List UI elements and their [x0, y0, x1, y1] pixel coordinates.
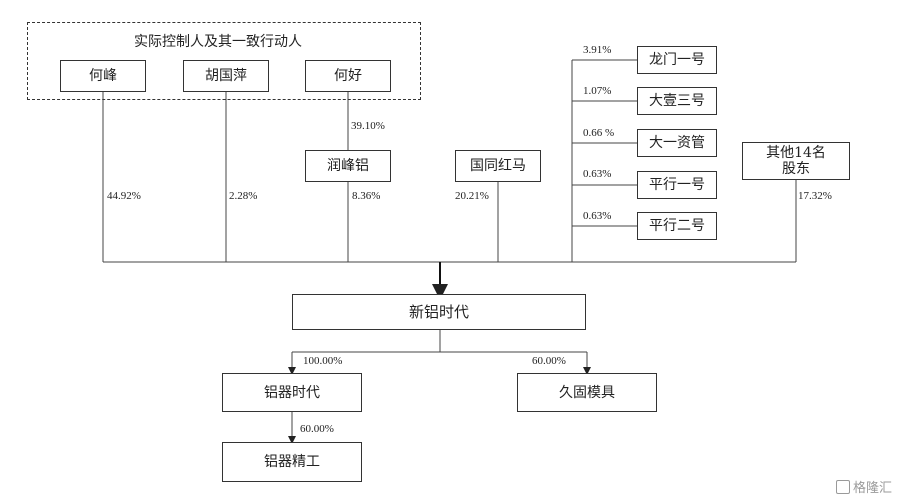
pct-he-feng: 44.92% — [107, 190, 141, 202]
pct-lvqi-jinggong: 60.00% — [300, 423, 334, 435]
pct-dayi-san: 1.07% — [583, 85, 612, 97]
pct-lvqi: 100.00% — [303, 355, 343, 367]
node-he-hao: 何好 — [305, 60, 391, 92]
pct-pingxing-1: 0.63% — [583, 168, 612, 180]
node-lvqi-jinggong: 铝器精工 — [222, 442, 362, 482]
watermark-logo: 格隆汇 — [836, 477, 892, 496]
pct-longmen: 3.91% — [583, 44, 612, 56]
controller-group-title: 实际控制人及其一致行动人 — [134, 34, 302, 50]
pct-jiugu: 60.00% — [532, 355, 566, 367]
node-jiugu: 久固模具 — [517, 373, 657, 412]
pct-others: 17.32% — [798, 190, 832, 202]
controller-group — [27, 22, 421, 100]
node-longmen: 龙门一号 — [637, 46, 717, 74]
node-guotong: 国同红马 — [455, 150, 541, 182]
node-runfeng: 润峰铝 — [305, 150, 391, 182]
node-he-feng: 何峰 — [60, 60, 146, 92]
pct-he-hao-runfeng: 39.10% — [351, 120, 385, 132]
pct-dayi-zi: 0.66 % — [583, 127, 615, 139]
node-dayi-san: 大壹三号 — [637, 87, 717, 115]
node-other-shareholders: 其他14名 股东 — [742, 142, 850, 180]
node-pingxing-2: 平行二号 — [637, 212, 717, 240]
pct-hu-guoping: 2.28% — [229, 190, 258, 202]
pct-pingxing-2: 0.63% — [583, 210, 612, 222]
node-xinlv: 新铝时代 — [292, 294, 586, 330]
pct-guotong: 20.21% — [455, 190, 489, 202]
watermark-text: 格隆汇 — [853, 481, 893, 496]
watermark-icon — [836, 480, 850, 494]
node-dayi-zi: 大一资管 — [637, 129, 717, 157]
node-hu-guoping: 胡国萍 — [183, 60, 269, 92]
node-lvqi: 铝器时代 — [222, 373, 362, 412]
node-pingxing-1: 平行一号 — [637, 171, 717, 199]
pct-runfeng: 8.36% — [352, 190, 381, 202]
